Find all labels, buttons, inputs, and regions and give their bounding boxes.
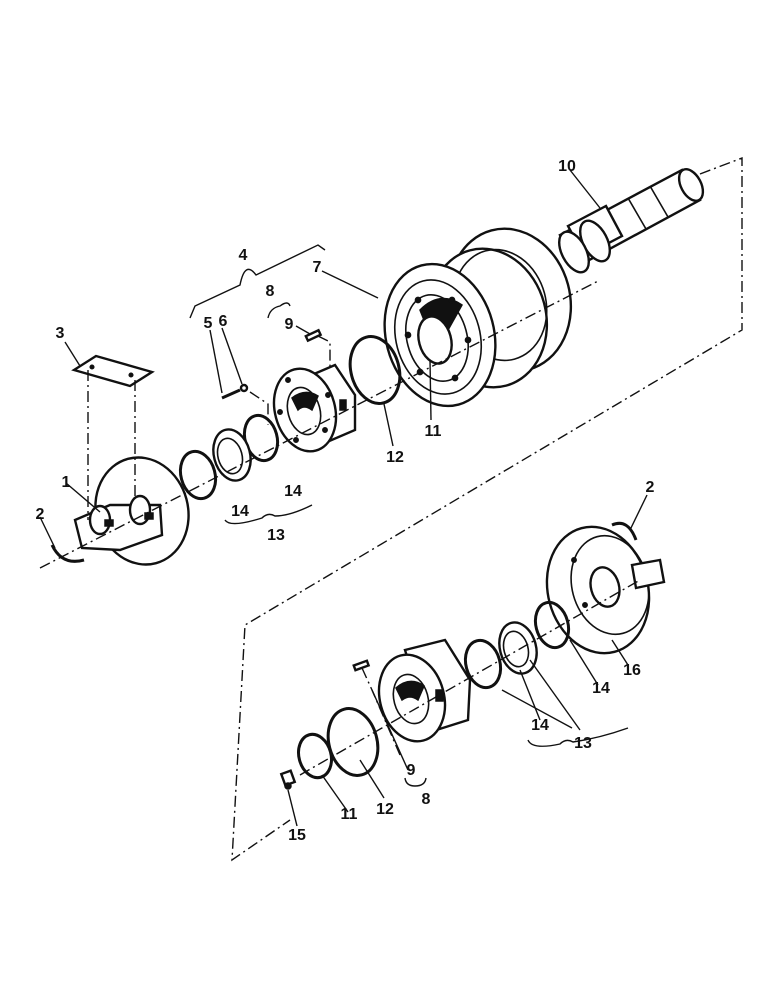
snap-ring-right	[611, 521, 638, 541]
callout-1: 1	[62, 474, 71, 491]
callout-13: 13	[574, 735, 592, 752]
callout-12: 12	[376, 801, 394, 818]
callout-13: 13	[267, 527, 285, 544]
callout-11: 11	[341, 806, 358, 823]
callout-15: 15	[288, 827, 306, 844]
callout-9: 9	[407, 762, 416, 779]
pin-lower	[352, 659, 371, 672]
shaft	[558, 168, 705, 274]
callout-14: 14	[284, 483, 302, 500]
callout-2: 2	[36, 506, 45, 523]
snap-ring-left	[50, 544, 85, 563]
callout-14: 14	[531, 717, 549, 734]
bolt-and-washer	[221, 383, 249, 400]
collar-lower	[377, 638, 472, 743]
seal-ring-upper	[348, 335, 402, 405]
callout-9: 9	[285, 316, 294, 333]
cover-plate	[71, 354, 155, 388]
callout-16: 16	[623, 662, 641, 679]
callout-4: 4	[239, 247, 248, 264]
retaining-ring-lower	[297, 732, 333, 780]
callout-2: 2	[646, 479, 655, 496]
callout-10: 10	[558, 158, 576, 175]
callout-8: 8	[422, 791, 431, 808]
callout-6: 6	[219, 313, 228, 330]
collar-upper	[272, 363, 357, 453]
group-braces	[189, 244, 629, 787]
leader-lines	[39, 169, 648, 827]
callout-14: 14	[592, 680, 610, 697]
callout-3: 3	[56, 325, 65, 342]
roller-wheel	[383, 227, 573, 408]
seal-assembly-lower	[498, 621, 538, 675]
callout-7: 7	[313, 259, 322, 276]
callout-11: 11	[425, 423, 442, 440]
plug	[279, 769, 297, 790]
pin-upper	[304, 328, 323, 343]
callout-12: 12	[386, 449, 404, 466]
o-ring-lower-a	[533, 600, 571, 650]
seal-assembly-upper	[178, 428, 252, 501]
flange-cap-lower	[545, 525, 666, 655]
o-ring-lower-b	[463, 638, 503, 690]
callout-14: 14	[231, 503, 249, 520]
callout-5: 5	[204, 315, 213, 332]
callout-8: 8	[266, 283, 275, 300]
